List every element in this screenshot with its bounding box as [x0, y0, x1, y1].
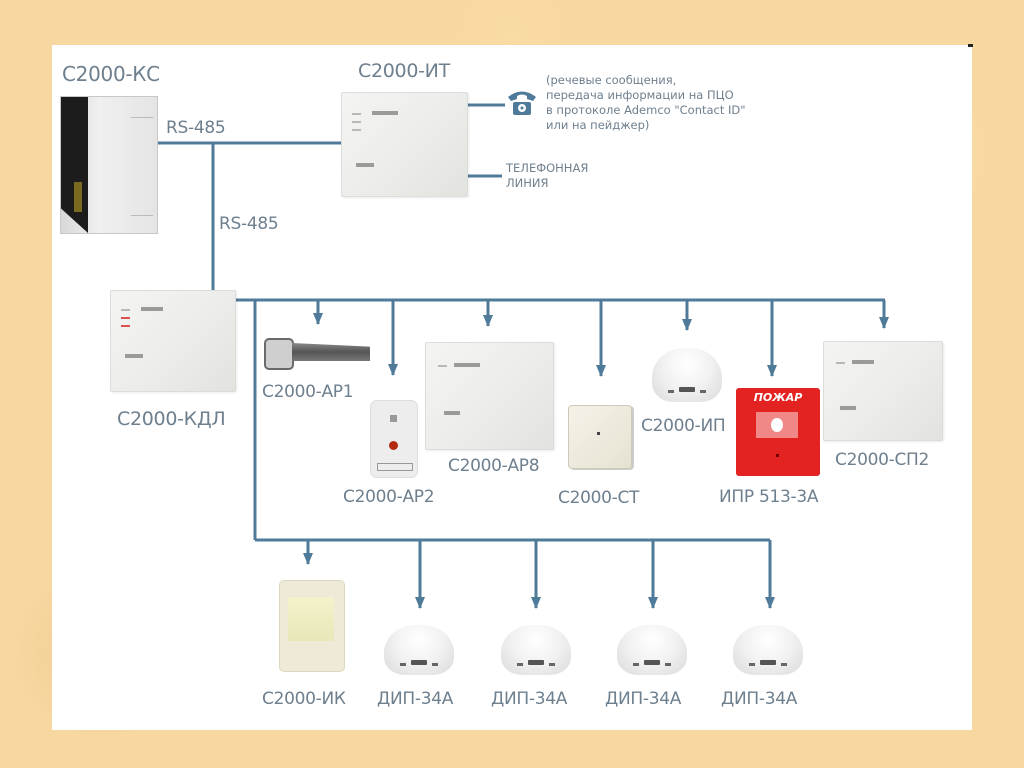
phone-line-text: ТЕЛЕФОННАЯ [506, 161, 589, 175]
rs485-label-vertical: RS-485 [219, 214, 279, 234]
ipr-label: ИПР 513-3А [719, 487, 819, 507]
ip-label: С2000-ИП [641, 416, 726, 436]
ar2-label: С2000-АР2 [343, 487, 435, 507]
dip-device-1[interactable] [384, 625, 454, 675]
ik-label: С2000-ИК [262, 689, 346, 709]
loop-controller-label: С2000-КДЛ [117, 408, 226, 430]
rs485-label-horizontal: RS-485 [166, 118, 226, 138]
telephone-module-label: С2000-ИТ [358, 60, 450, 82]
dip-label-1: ДИП-34А [377, 689, 454, 709]
dip-label-2: ДИП-34А [491, 689, 568, 709]
telephone-module-device[interactable] [341, 92, 468, 197]
sp2-label: С2000-СП2 [835, 450, 930, 470]
controller-keypad [61, 97, 88, 233]
st-label: С2000-СТ [558, 488, 640, 508]
note-line: передача информации на ПЦО [546, 88, 734, 102]
note-line: (речевые сообщения, [546, 73, 677, 87]
st-device[interactable] [568, 405, 632, 469]
dip-device-4[interactable] [733, 625, 803, 675]
dip-label-4: ДИП-34А [721, 689, 798, 709]
ip-device[interactable] [652, 348, 722, 402]
note-line: или на пейджер) [546, 118, 650, 132]
corner-mark [968, 44, 973, 47]
controller-device[interactable] [60, 96, 158, 234]
phone-line-label: ТЕЛЕФОННАЯ ЛИНИЯ [506, 161, 588, 191]
dip-device-3[interactable] [617, 625, 687, 675]
controller-label: С2000-КС [62, 62, 160, 86]
sp2-device[interactable] [823, 341, 943, 441]
dip-label-3: ДИП-34А [605, 689, 682, 709]
phone-line-text: ЛИНИЯ [506, 176, 549, 190]
telephone-icon [506, 88, 538, 118]
ik-device[interactable] [279, 580, 345, 672]
ipr-badge: ПОЖАР [753, 391, 803, 404]
ar8-label: С2000-АР8 [448, 456, 540, 476]
dip-device-2[interactable] [501, 625, 571, 675]
ipr-device[interactable]: ПОЖАР [736, 388, 820, 476]
note-line: в протоколе Ademco "Contact ID" [546, 103, 746, 117]
ar2-device[interactable] [370, 400, 418, 478]
ar1-label: С2000-АР1 [262, 382, 354, 402]
telephone-note: (речевые сообщения, передача информации … [546, 73, 746, 133]
ar8-device[interactable] [425, 342, 554, 450]
loop-controller-device[interactable] [110, 290, 236, 392]
ar1-device[interactable] [264, 335, 372, 371]
